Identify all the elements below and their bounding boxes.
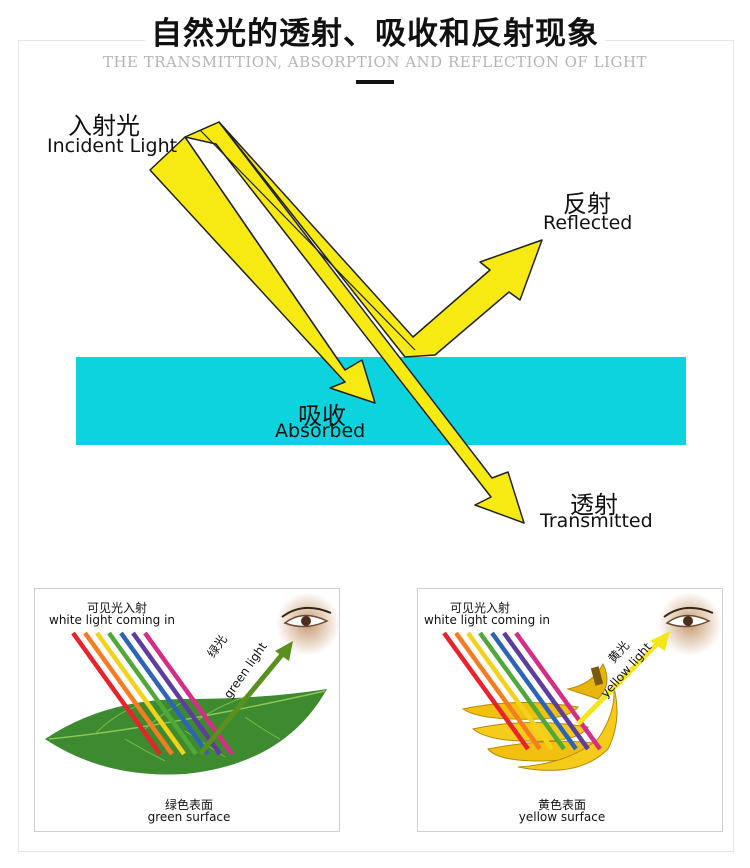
- reflected-label-en: Reflected: [543, 212, 633, 234]
- incoming-rays: [442, 631, 602, 751]
- main-light-diagram: [76, 121, 686, 524]
- reflected-ray: [198, 649, 287, 756]
- yellow-panel-surface-en: yellow surface: [518, 810, 606, 824]
- beam-divider: [184, 136, 346, 371]
- reflected-ray: [576, 639, 662, 726]
- transmitted-label-en: Transmitted: [540, 510, 653, 532]
- title-background: [145, 0, 605, 48]
- reflected-ray-arrowhead: [650, 631, 670, 651]
- banana-illustration: [442, 592, 722, 771]
- green-panel-surface-en: green surface: [147, 810, 231, 824]
- green-panel-incoming-en: white light coming in: [49, 613, 176, 627]
- yellow-panel-incoming-zh: 可见光入射: [450, 601, 511, 615]
- green-leaf-illustration: [45, 592, 339, 775]
- yellow-panel-incoming-en: white light coming in: [424, 613, 551, 627]
- green-panel-surface-zh: 绿色表面: [164, 798, 213, 812]
- transmitted-beam: [184, 121, 525, 524]
- page-title: 自然光的透射、吸收和反射现象: [151, 16, 599, 52]
- reflected-ray-arrowhead: [275, 641, 293, 661]
- page-subtitle: THE TRANSMITTION, ABSORPTION AND REFLECT…: [102, 53, 648, 71]
- beam-divider: [199, 129, 416, 351]
- title-underline: [356, 80, 394, 84]
- incident-label-en: Incident Light: [47, 135, 178, 157]
- transmitted-label-zh: 透射: [570, 491, 618, 519]
- absorbed-label-zh: 吸收: [298, 402, 346, 430]
- green-surface-panel: 可见光入射 white light coming in 绿光 green lig…: [34, 588, 340, 832]
- absorbed-label-en: Absorbed: [275, 420, 366, 442]
- medium-slab: [76, 357, 686, 445]
- reflected-label-zh: 反射: [563, 190, 611, 218]
- yellow-panel-surface-zh: 黄色表面: [537, 798, 586, 812]
- reflected-beam: [218, 121, 543, 358]
- yellow-surface-panel: 可见光入射 white light coming in 黄光 yellow li…: [417, 588, 723, 832]
- incident-label-zh: 入射光: [68, 112, 140, 140]
- green-panel-incoming-zh: 可见光入射: [87, 601, 148, 615]
